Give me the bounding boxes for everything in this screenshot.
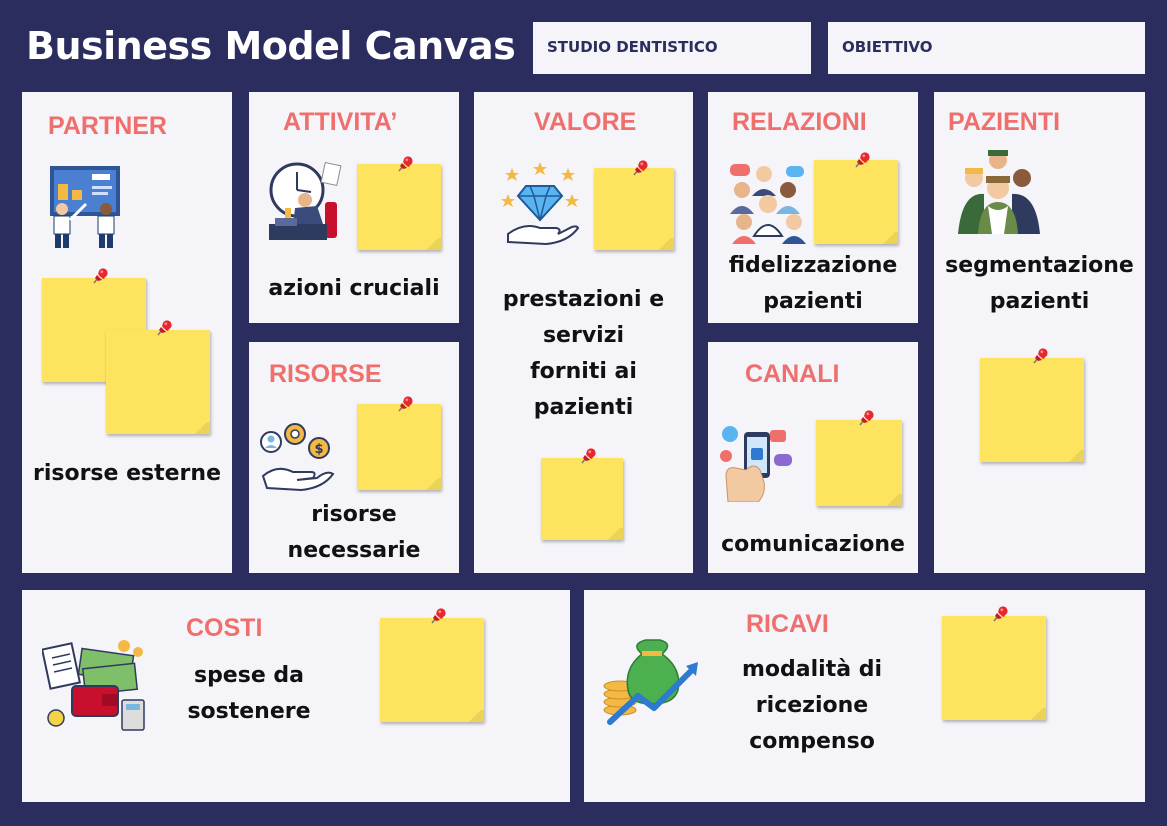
pushpin-icon	[88, 266, 110, 288]
canvas-title: Business Model Canvas	[26, 24, 516, 68]
panel-title-valore: VALORE	[534, 108, 637, 136]
panel-desc-attivita: azioni cruciali	[249, 271, 459, 307]
patients-group-icon	[958, 150, 1040, 234]
pushpin-icon	[988, 604, 1010, 626]
panel-attivita: ATTIVITA’ azioni cruciali	[249, 92, 459, 323]
desc-line: fidelizzazione	[728, 253, 898, 278]
sticky-note[interactable]	[594, 168, 674, 250]
sticky-note[interactable]	[814, 160, 898, 244]
panel-desc-pazienti: segmentazione pazienti	[934, 248, 1145, 320]
presentation-meeting-icon	[50, 166, 120, 248]
pushpin-icon	[152, 318, 174, 340]
panel-title-canali: CANALI	[745, 360, 840, 388]
panel-title-ricavi: RICAVI	[746, 610, 829, 638]
desc-line: forniti ai	[530, 359, 637, 384]
panel-desc-risorse: risorse necessarie	[249, 497, 459, 569]
pushpin-icon	[426, 606, 448, 628]
panel-risorse: RISORSE $ risorse necessarie	[249, 342, 459, 573]
panel-costi: COSTI spese da sostenere	[22, 590, 570, 802]
desc-line: comunicazione	[721, 532, 905, 557]
sticky-note[interactable]	[942, 616, 1046, 720]
panel-title-risorse: RISORSE	[269, 360, 382, 388]
obiettivo-label: OBIETTIVO	[842, 38, 933, 56]
panel-title-relazioni: RELAZIONI	[732, 108, 867, 136]
smartphone-social-icon	[720, 426, 792, 502]
panel-desc-ricavi: modalità di ricezione compenso	[722, 652, 902, 760]
resources-hand-icon: $	[260, 423, 335, 492]
sticky-note[interactable]	[816, 420, 902, 506]
desc-line: segmentazione	[945, 253, 1134, 278]
sticky-note[interactable]	[380, 618, 484, 722]
panel-ricavi: RICAVI modalità di ricezione compenso	[584, 590, 1145, 802]
desc-line: sostenere	[187, 699, 311, 724]
desc-line: necessarie	[287, 538, 421, 563]
desc-line: pazienti	[533, 395, 634, 420]
sticky-note[interactable]	[541, 458, 623, 540]
panel-partner: PARTNER risorse esterne	[22, 92, 232, 573]
sticky-note[interactable]	[357, 404, 441, 490]
time-pressure-worker-icon	[269, 162, 342, 240]
sticky-note[interactable]	[980, 358, 1084, 462]
panel-title-costi: COSTI	[186, 614, 263, 642]
panel-desc-valore: prestazioni e servizi forniti ai pazient…	[474, 282, 693, 426]
panel-valore: VALORE prestazioni e servizi forniti ai …	[474, 92, 693, 573]
svg-text:$: $	[314, 442, 323, 457]
desc-line: prestazioni e	[502, 287, 665, 312]
pushpin-icon	[628, 158, 650, 180]
pushpin-icon	[393, 154, 415, 176]
studio-dentistico-field[interactable]: STUDIO DENTISTICO	[533, 22, 811, 74]
money-bag-growth-icon	[603, 639, 698, 725]
desc-line: risorse	[311, 502, 397, 527]
customer-relations-icon	[730, 164, 806, 244]
panel-pazienti: PAZIENTI segmentazione pazienti	[934, 92, 1145, 573]
panel-desc-relazioni: fidelizzazione pazienti	[708, 248, 918, 320]
pushpin-icon	[576, 446, 598, 468]
panel-relazioni: RELAZIONI fidelizzazione pazienti	[708, 92, 918, 323]
panel-desc-costi: spese da sostenere	[162, 658, 336, 730]
desc-line: pazienti	[989, 289, 1090, 314]
panel-title-pazienti: PAZIENTI	[948, 108, 1061, 136]
desc-line: risorse esterne	[32, 461, 221, 486]
panel-title-attivita: ATTIVITA’	[283, 108, 398, 136]
desc-line: spese da	[193, 663, 305, 688]
panel-desc-canali: comunicazione	[708, 527, 918, 563]
panel-title-partner: PARTNER	[48, 112, 167, 140]
desc-line: ricezione	[755, 693, 869, 718]
desc-line: pazienti	[763, 289, 863, 314]
desc-line: azioni cruciali	[268, 276, 440, 301]
sticky-note[interactable]	[357, 164, 441, 250]
obiettivo-field[interactable]: OBIETTIVO	[828, 22, 1145, 74]
studio-dentistico-label: STUDIO DENTISTICO	[547, 38, 718, 56]
pushpin-icon	[850, 150, 872, 172]
panel-desc-partner: risorse esterne	[22, 456, 232, 492]
desc-line: modalità di	[741, 657, 883, 682]
pushpin-icon	[854, 408, 876, 430]
diamond-hand-icon	[501, 162, 580, 246]
panel-canali: CANALI comunicazione	[708, 342, 918, 573]
desc-line: servizi	[542, 323, 625, 348]
desc-line: compenso	[749, 729, 875, 754]
pushpin-icon	[1028, 346, 1050, 368]
sticky-note[interactable]	[106, 330, 210, 434]
expenses-icon	[42, 640, 145, 731]
pushpin-icon	[393, 394, 415, 416]
